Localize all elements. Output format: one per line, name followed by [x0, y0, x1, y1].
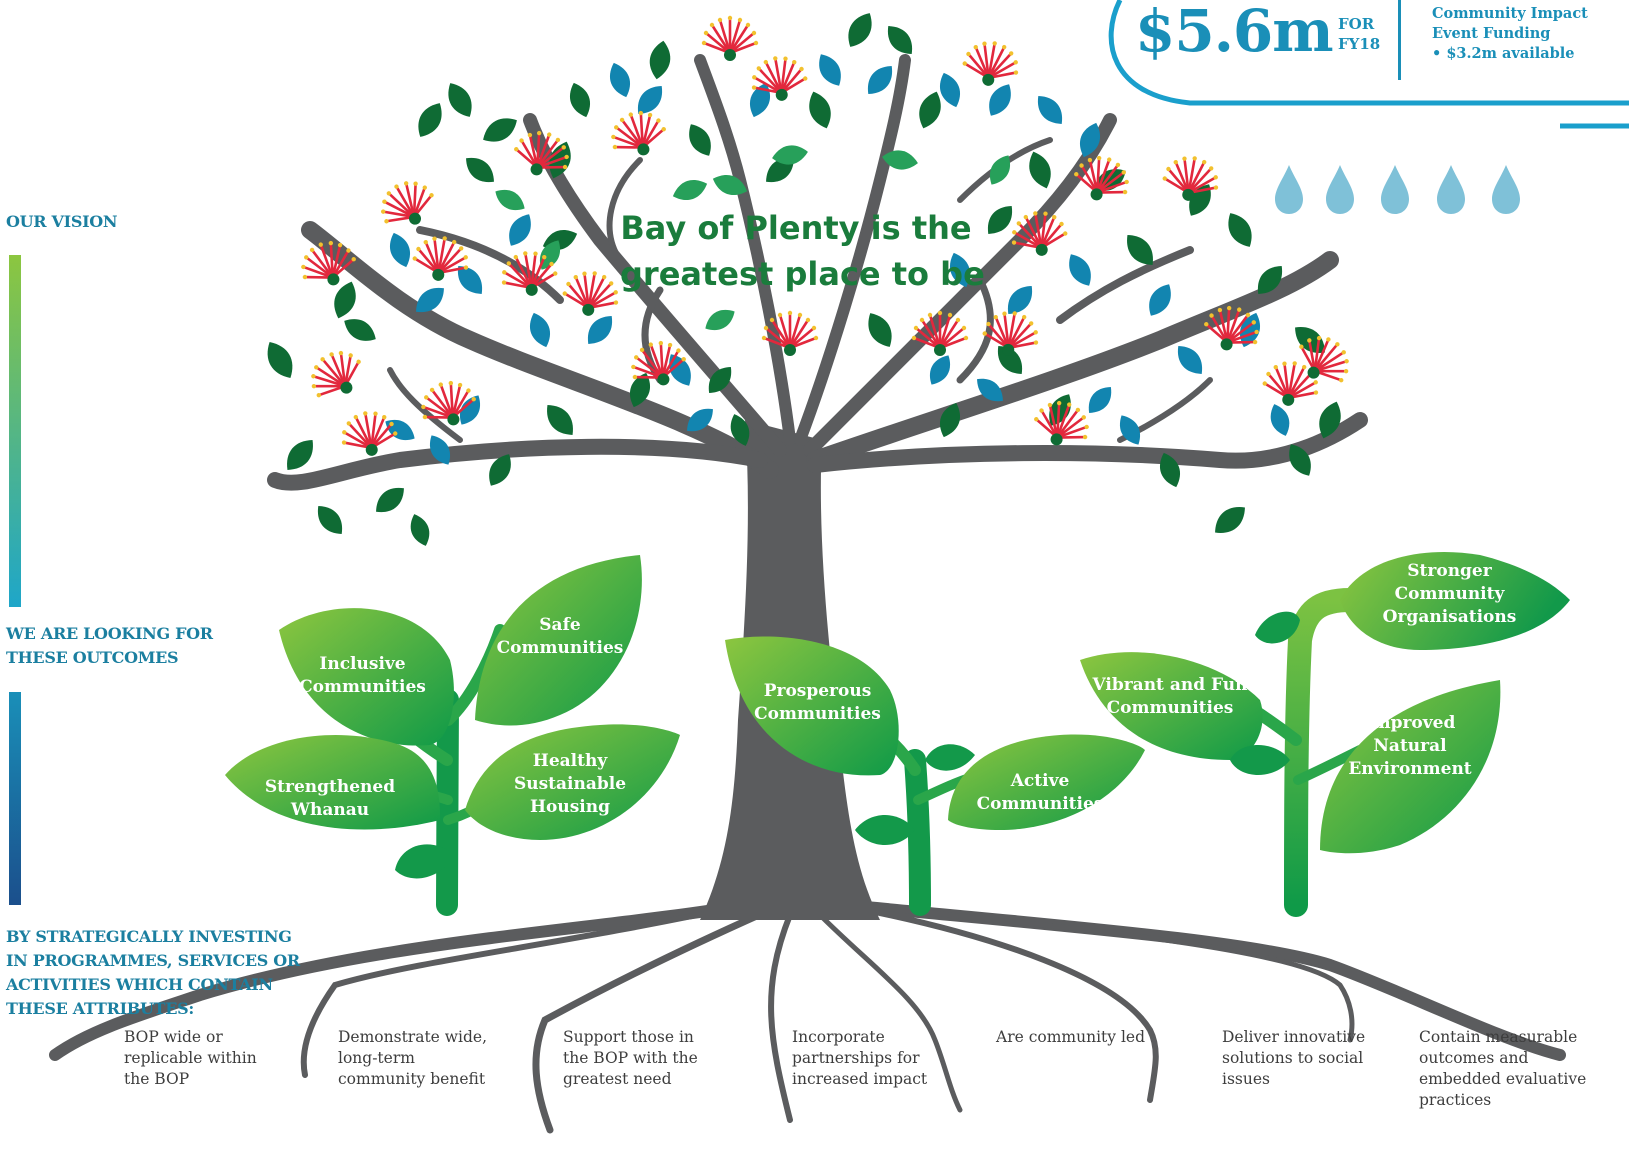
outcome-safe: Safe Communities	[496, 615, 624, 658]
outcome-strengthened: Strengthened Whanau	[264, 777, 396, 820]
outcome-stronger: Stronger Community Organisations	[1382, 561, 1517, 627]
leaf-environment	[1320, 680, 1501, 854]
outcome-vibrant: Vibrant and Fun Communities	[1092, 675, 1248, 718]
leaf-housing	[465, 724, 680, 840]
vision-statement: Bay of Plenty is the greatest place to b…	[620, 209, 985, 293]
tree-roots	[49, 899, 1566, 1134]
attribute-item: Incorporate partnerships for increased i…	[792, 1028, 928, 1088]
investing-heading: BY STRATEGICALLY INVESTING IN PROGRAMMES…	[6, 927, 300, 1018]
leaf-inclusive	[279, 608, 454, 746]
water-drops	[1275, 165, 1520, 214]
leaf-safe	[475, 555, 642, 726]
funding-period-line2: FY18	[1338, 35, 1381, 53]
leaf-strengthened	[225, 735, 440, 830]
funding-desc-line2: Event Funding	[1432, 25, 1551, 42]
attribute-item: Demonstrate wide, long-term community be…	[338, 1028, 488, 1088]
funding-period-line1: FOR	[1338, 15, 1375, 33]
leaf-stronger	[1340, 552, 1570, 650]
outcome-active: Active Communities	[976, 771, 1104, 814]
leaf-active	[948, 734, 1145, 830]
vision-heading: OUR VISION	[6, 212, 118, 231]
attribute-item: Support those in the BOP with the greate…	[563, 1028, 698, 1088]
funding-desc-line1: Community Impact	[1432, 5, 1588, 22]
leaf-prosperous	[725, 636, 899, 776]
funding-amount: $5.6m	[1135, 0, 1334, 65]
funding-desc-line3: • $3.2m available	[1432, 45, 1575, 62]
outcome-leaves	[225, 552, 1570, 879]
outcome-environment: Improved Natural Environment	[1348, 713, 1472, 779]
outcomes-heading: WE ARE LOOKING FOR THESE OUTCOMES	[6, 624, 213, 667]
attribute-item: Are community led	[996, 1028, 1145, 1046]
funding-description: Community Impact Event Funding • $3.2m a…	[1432, 4, 1588, 64]
outcome-housing: Healthy Sustainable Housing	[513, 751, 627, 817]
leaf-vibrant	[1080, 652, 1263, 760]
outcome-prosperous: Prosperous Communities	[754, 681, 881, 724]
funding-period: FOR FY18	[1338, 14, 1380, 54]
attribute-item: Deliver innovative solutions to social i…	[1222, 1028, 1366, 1088]
funding-badge-frame	[1108, 0, 1629, 106]
outcome-inclusive: Inclusive Communities	[299, 654, 426, 697]
attribute-item: Contain measurable outcomes and embedded…	[1419, 1028, 1587, 1109]
vision-bar	[9, 255, 21, 607]
attribute-item: BOP wide or replicable within the BOP	[124, 1028, 257, 1088]
funding-divider	[1398, 0, 1401, 80]
outcomes-bar	[9, 692, 21, 905]
